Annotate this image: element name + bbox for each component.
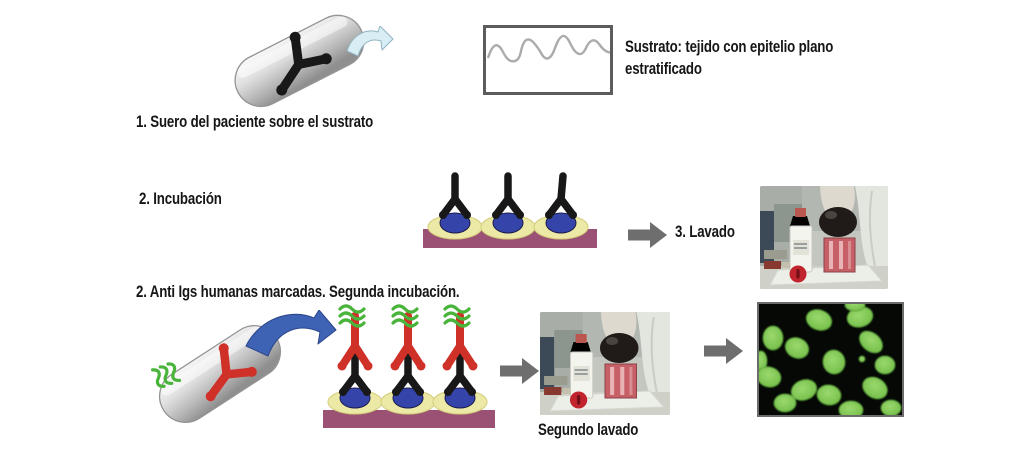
block-arrow-icon — [704, 338, 743, 364]
fluorescence-micrograph — [754, 298, 904, 420]
labeled-bound-antibody-unit — [380, 304, 436, 415]
labeled-antibody-vial-icon — [150, 325, 282, 423]
pour-arrow-light-icon — [346, 26, 394, 57]
serum-vial-icon — [234, 14, 365, 108]
wash-photo — [760, 186, 888, 289]
patient-antibody-icon — [276, 31, 332, 96]
bound-antibody-unit — [427, 172, 483, 240]
fluorescent-nuclei — [754, 298, 902, 420]
step2-caption: 2. Incubación — [139, 189, 222, 208]
labeled-secondary-antibody-icon — [205, 343, 257, 402]
tissue-wave-icon — [486, 34, 619, 63]
second-wash-caption: Segundo lavado — [538, 420, 639, 439]
fluorescent-label-icon — [150, 362, 182, 388]
block-arrow-icon — [500, 358, 539, 384]
substrate-label: Sustrato: tejido con epitelio plano estr… — [625, 37, 834, 79]
substrate-box — [483, 25, 619, 95]
block-arrow-icon — [628, 222, 667, 248]
substrate-bar — [323, 410, 495, 428]
step2b-caption: 2. Anti Igs humanas marcadas. Segunda in… — [136, 282, 460, 301]
step1-caption: 1. Suero del paciente sobre el sustrato — [136, 112, 374, 131]
bound-antibody-unit — [533, 172, 589, 240]
labeled-bound-antibody-unit — [432, 304, 488, 415]
bound-antibody-unit — [480, 172, 536, 240]
labeled-bound-antibody-unit — [327, 304, 383, 415]
second-wash-photo — [540, 312, 670, 415]
step3-caption: 3. Lavado — [675, 222, 735, 241]
bound-antibodies-diagram — [423, 172, 597, 248]
labeled-bound-antibodies-diagram — [323, 304, 495, 428]
pour-arrow-blue-icon — [245, 310, 337, 357]
